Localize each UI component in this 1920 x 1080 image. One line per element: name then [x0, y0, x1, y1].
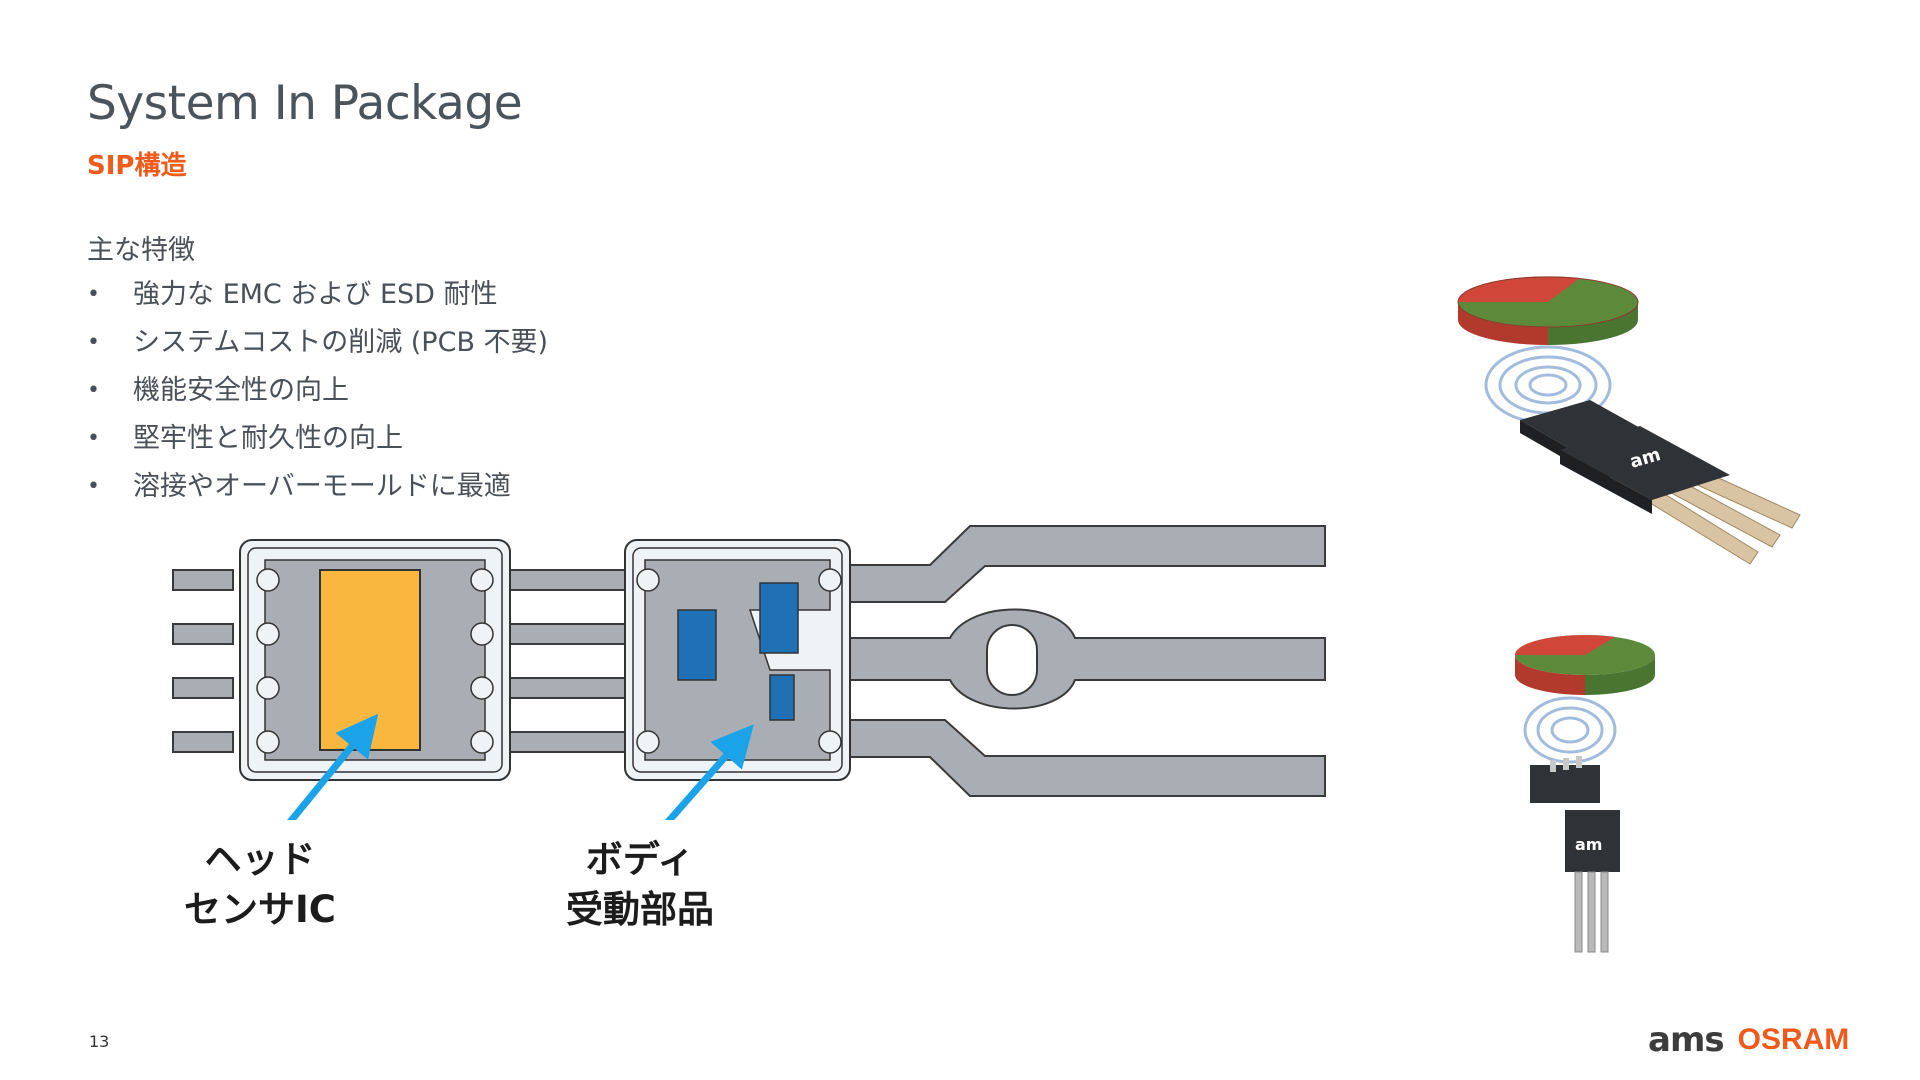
chip-brand-text: am [1575, 835, 1602, 854]
lead-left-2 [172, 623, 234, 645]
bullet: • [87, 378, 100, 403]
label-line: ヘッド [204, 838, 316, 881]
feature-text: 堅牢性と耐久性の向上 [133, 423, 403, 454]
bullet: • [87, 426, 100, 451]
sip-structure-diagram [172, 525, 1326, 820]
lead-mid-3 [504, 677, 626, 699]
head-package [239, 539, 511, 781]
page-number: 13 [89, 1032, 110, 1051]
lead-left-4 [172, 731, 234, 753]
chip-body-front [1560, 426, 1730, 500]
bullet: • [87, 282, 100, 307]
lead-left-3 [172, 677, 234, 699]
features-heading: 主な特徴 [87, 235, 195, 266]
product-render-vertical: am [1515, 635, 1655, 953]
arrow-body-passive [664, 724, 754, 820]
lead-right-top [849, 525, 1326, 603]
features-list: • 強力な EMC および ESD 耐性 • システムコストの削減 (PCB 不要)… [87, 278, 548, 518]
list-item: • 強力な EMC および ESD 耐性 [87, 278, 548, 326]
label-line: ボディ [585, 838, 695, 881]
lead-mid-1 [504, 569, 626, 591]
passive-component-3 [769, 674, 795, 721]
bullet: • [87, 474, 100, 499]
arrow-head-sensor [287, 713, 379, 820]
list-item: • システムコストの削減 (PCB 不要) [87, 326, 548, 374]
page-title: System In Package [87, 76, 523, 131]
list-item: • 堅牢性と耐久性の向上 [87, 422, 548, 470]
lead-right-bottom [849, 719, 1326, 797]
lead-left-1 [172, 569, 234, 591]
oval-hole [986, 624, 1038, 696]
logo-ams: ams [1648, 1020, 1725, 1060]
logo-osram: OSRAM [1737, 1023, 1850, 1056]
chip-body-bottom [1565, 810, 1620, 872]
bullet: • [87, 330, 100, 355]
chip-body-top [1530, 765, 1600, 803]
label-line: センサIC [184, 888, 336, 931]
lead-right-middle [849, 608, 1326, 710]
feature-text: 機能安全性の向上 [133, 375, 349, 406]
page-subtitle: SIP構造 [87, 151, 187, 181]
body-package [624, 539, 851, 781]
feature-text: 溶接やオーバーモールドに最適 [133, 471, 511, 502]
passive-component-2 [677, 609, 717, 681]
product-render-horizontal: am [1457, 276, 1801, 565]
list-item: • 溶接やオーバーモールドに最適 [87, 470, 548, 518]
label-head-sensor-ic: ヘッド センサIC [175, 835, 345, 935]
feature-text: 強力な EMC および ESD 耐性 [133, 279, 498, 310]
feature-text: システムコストの削減 (PCB 不要) [133, 327, 549, 358]
label-line: 受動部品 [566, 888, 714, 931]
list-item: • 機能安全性の向上 [87, 374, 548, 422]
passive-component-1 [759, 582, 799, 654]
lead-mid-2 [504, 623, 626, 645]
label-body-passive: ボディ 受動部品 [555, 835, 725, 935]
company-logo: ams OSRAM [1648, 1020, 1849, 1060]
lead-mid-4 [504, 731, 626, 753]
